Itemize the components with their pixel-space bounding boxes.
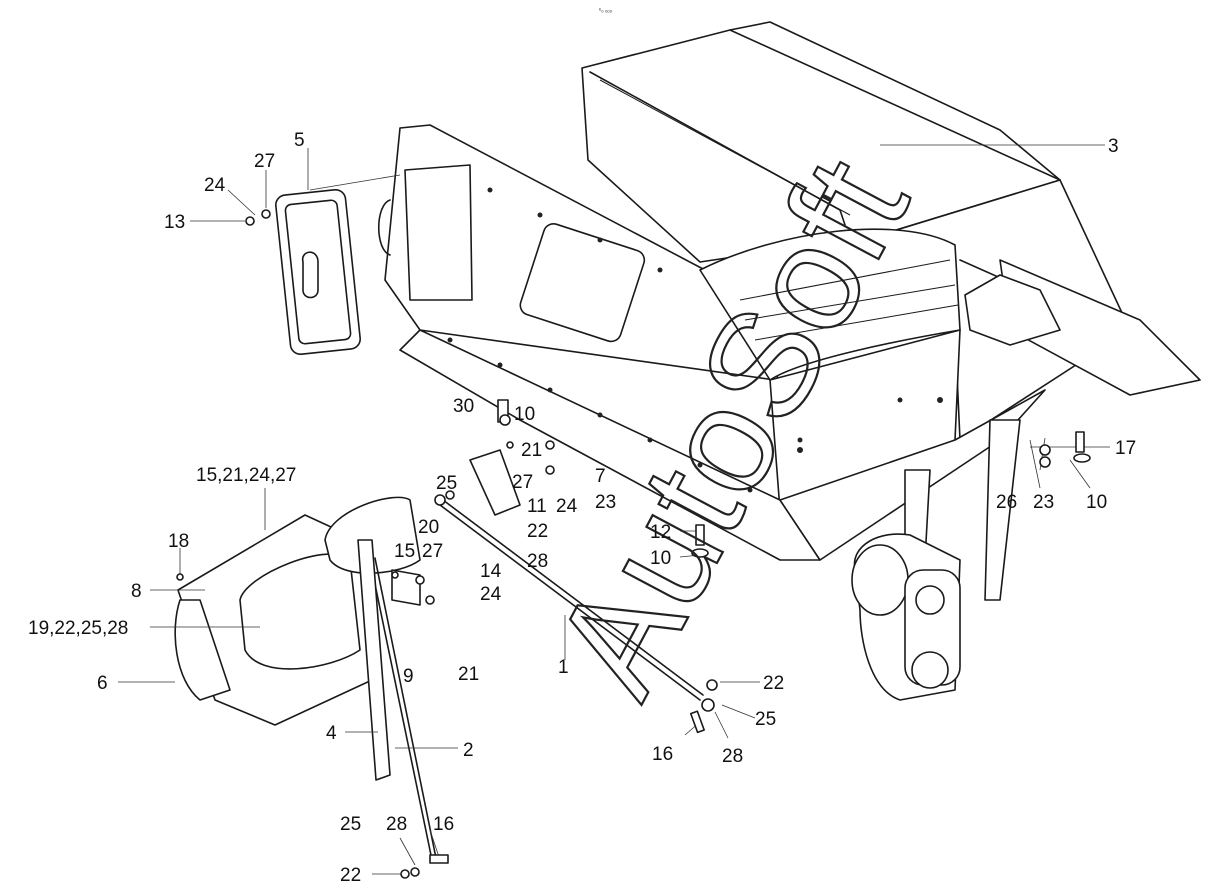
callout-25: 25 — [436, 473, 457, 494]
bracket-part-4 — [357, 539, 391, 781]
callout-30: 30 — [453, 396, 474, 417]
rivet-dots — [447, 187, 943, 493]
callout-27: 27 — [422, 541, 443, 562]
top-caption: ᵉₒ ₒₒₒ — [599, 8, 613, 14]
callout-28: 28 — [722, 746, 743, 767]
callout-11: 11 — [527, 496, 547, 517]
callout-24: 24 — [204, 175, 226, 196]
callout-9: 9 — [403, 666, 414, 687]
callout-14: 14 — [480, 561, 502, 582]
belt-drive-assembly — [851, 533, 961, 701]
drive-pulley-mid — [915, 585, 945, 615]
drive-pulley-lower — [911, 651, 949, 689]
door-handle — [301, 251, 319, 299]
callout-21: 21 — [458, 664, 479, 685]
callout-labels: 3 5 27 24 13 30 10 21 7 27 11 24 23 22 2… — [28, 130, 1136, 886]
callout-22: 22 — [340, 865, 361, 886]
callout-24: 24 — [480, 584, 502, 605]
callout-10: 10 — [1086, 492, 1107, 513]
support-rods — [357, 499, 704, 861]
auger-outlet-assembly — [174, 496, 421, 726]
end-handle — [378, 199, 391, 256]
callout-1: 1 — [558, 657, 569, 678]
callout-12: 12 — [650, 522, 671, 543]
callout-7: 7 — [595, 466, 606, 487]
bracket-part-9 — [391, 569, 421, 606]
fasteners — [176, 209, 1091, 879]
callout-25: 25 — [340, 814, 361, 835]
callout-17: 17 — [1115, 438, 1136, 459]
auger-cylinder-top — [324, 496, 421, 574]
tank-support-strut — [984, 419, 1021, 601]
callout-23: 23 — [595, 492, 616, 513]
callout-8: 8 — [131, 581, 142, 602]
callout-16: 16 — [652, 744, 673, 765]
tank-end-opening — [404, 164, 473, 301]
callout-27: 27 — [254, 151, 275, 172]
callout-13: 13 — [164, 212, 185, 233]
callout-28: 28 — [386, 814, 407, 835]
callout-16: 16 — [433, 814, 454, 835]
callout-10: 10 — [650, 548, 671, 569]
callout-20: 20 — [418, 517, 439, 538]
tank-curved-roof — [699, 228, 961, 381]
callout-21: 21 — [521, 440, 542, 461]
leader-lines — [118, 144, 1110, 875]
callout-24: 24 — [556, 496, 578, 517]
callout-22: 22 — [763, 673, 784, 694]
door-frame-inner — [284, 199, 352, 345]
auger-impeller — [174, 599, 231, 701]
callout-6: 6 — [97, 673, 108, 694]
callout-23: 23 — [1033, 492, 1054, 513]
drive-pulley-upper — [851, 544, 909, 616]
callout-15-21-24-27: 15,21,24,27 — [196, 465, 296, 486]
callout-19-22-25-28: 19,22,25,28 — [28, 618, 128, 639]
rod-part-1 — [439, 504, 701, 701]
callout-18: 18 — [168, 531, 189, 552]
auger-tube-opening — [239, 553, 361, 670]
callout-2: 2 — [463, 740, 474, 761]
rod-part-2 — [369, 559, 433, 861]
callout-5: 5 — [294, 130, 305, 151]
callout-25: 25 — [755, 709, 776, 730]
callout-3: 3 — [1108, 136, 1119, 157]
callout-22: 22 — [527, 521, 548, 542]
callout-4: 4 — [326, 723, 337, 744]
callout-27: 27 — [512, 472, 533, 493]
flange-part-11 — [469, 449, 521, 516]
callout-26: 26 — [996, 492, 1017, 513]
inspection-window — [519, 223, 646, 343]
fan-housing — [964, 274, 1061, 346]
callout-10: 10 — [514, 404, 535, 425]
access-door-panel — [275, 188, 361, 356]
grain-tank-body — [378, 21, 1201, 601]
callout-28: 28 — [527, 551, 548, 572]
callout-15: 15 — [394, 541, 415, 562]
